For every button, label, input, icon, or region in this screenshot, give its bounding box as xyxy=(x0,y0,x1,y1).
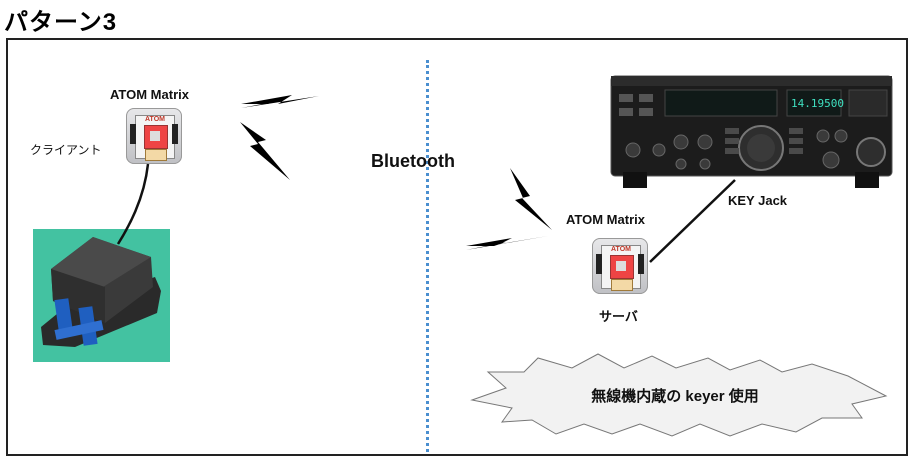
client-role-label: クライアント xyxy=(30,143,102,157)
paddle-key-photo xyxy=(33,229,170,362)
callout-text: 無線機内蔵の keyer 使用 xyxy=(591,388,759,405)
bluetooth-bolt-2 xyxy=(240,122,290,180)
callout-starburst xyxy=(470,353,888,437)
radio-transceiver: 14.19500 xyxy=(609,72,894,190)
server-to-radio-cable xyxy=(649,179,736,263)
bluetooth-bolt-4 xyxy=(466,236,548,250)
divider-dotted-line xyxy=(426,60,429,452)
bluetooth-label: Bluetooth xyxy=(371,151,455,171)
client-device-label: ATOM Matrix xyxy=(110,87,189,102)
bluetooth-bolt-3 xyxy=(510,168,552,230)
server-role-label: サーバ xyxy=(599,309,638,324)
server-atom-matrix-device: ATOM xyxy=(592,238,648,294)
client-atom-logo: ATOM xyxy=(145,116,165,123)
bluetooth-bolt-1 xyxy=(241,95,319,108)
server-atom-logo: ATOM xyxy=(611,246,631,253)
client-atom-matrix-device: ATOM xyxy=(126,108,182,164)
client-to-paddle-cable xyxy=(116,163,150,245)
page-title: パターン3 xyxy=(4,9,118,36)
server-device-label: ATOM Matrix xyxy=(566,212,645,227)
diagram-frame xyxy=(6,38,908,456)
key-jack-label: KEY Jack xyxy=(728,193,788,208)
radio-frequency-display: 14.19500 xyxy=(791,97,844,110)
